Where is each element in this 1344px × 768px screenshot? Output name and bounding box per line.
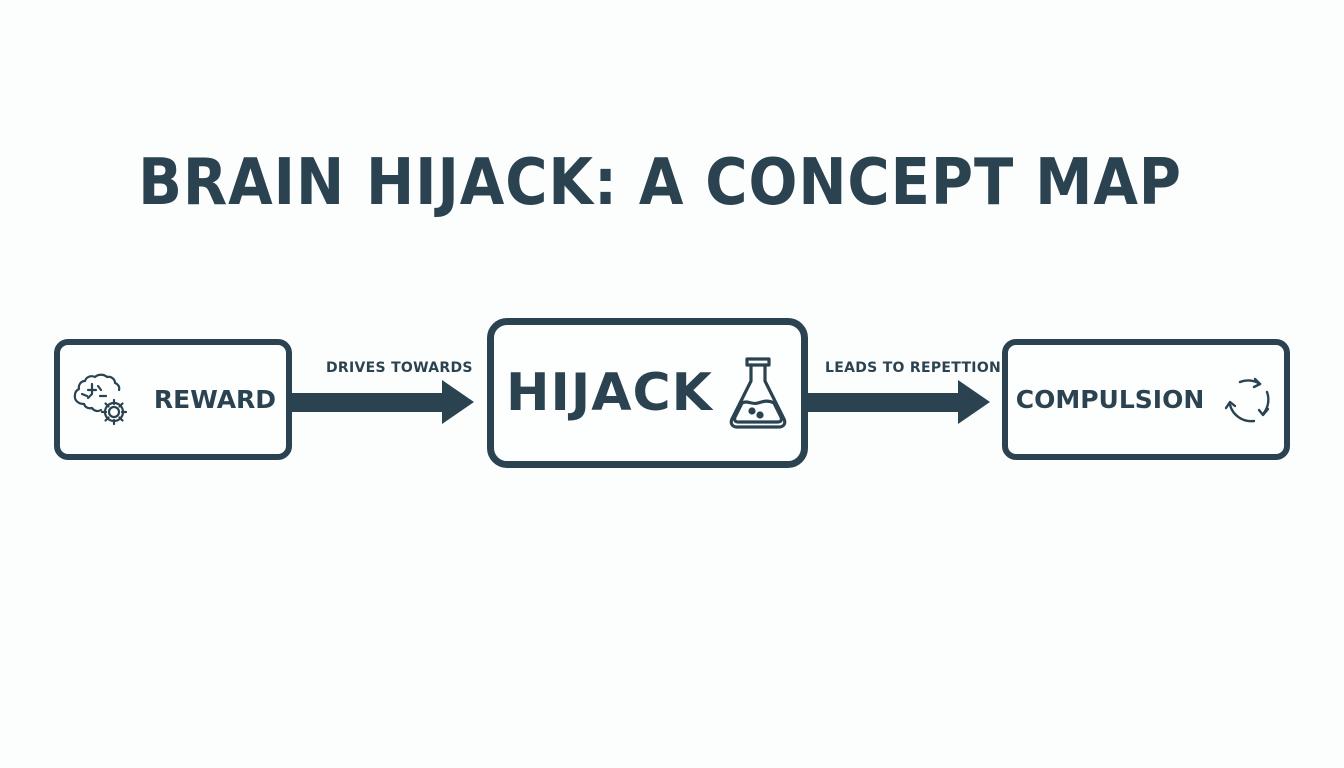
- node-label: COMPULSION: [1015, 385, 1205, 414]
- arrow-shaft: [292, 393, 444, 412]
- node-compulsion: COMPULSION: [1002, 339, 1290, 460]
- node-reward: REWARD: [54, 339, 292, 460]
- diagram-title: BRAIN HIJACK: A CONCEPT MAP: [138, 146, 1182, 220]
- arrow-head-icon: [442, 380, 474, 424]
- edge-label: DRIVES TOWARDS: [326, 360, 473, 376]
- node-label: HIJACK: [506, 363, 713, 423]
- arrow-head-icon: [958, 380, 990, 424]
- edge-hijack-to-compulsion: LEADS TO REPETTION: [808, 340, 1002, 430]
- brain-gears-icon: [70, 370, 136, 430]
- node-label: REWARD: [153, 385, 277, 414]
- flask-icon: [727, 355, 789, 431]
- edge-reward-to-hijack: DRIVES TOWARDS: [292, 340, 487, 430]
- edge-label: LEADS TO REPETTION: [825, 360, 1002, 376]
- node-hijack: HIJACK: [487, 318, 808, 468]
- arrow-shaft: [808, 393, 960, 412]
- cycle-arrows-icon: [1220, 374, 1276, 426]
